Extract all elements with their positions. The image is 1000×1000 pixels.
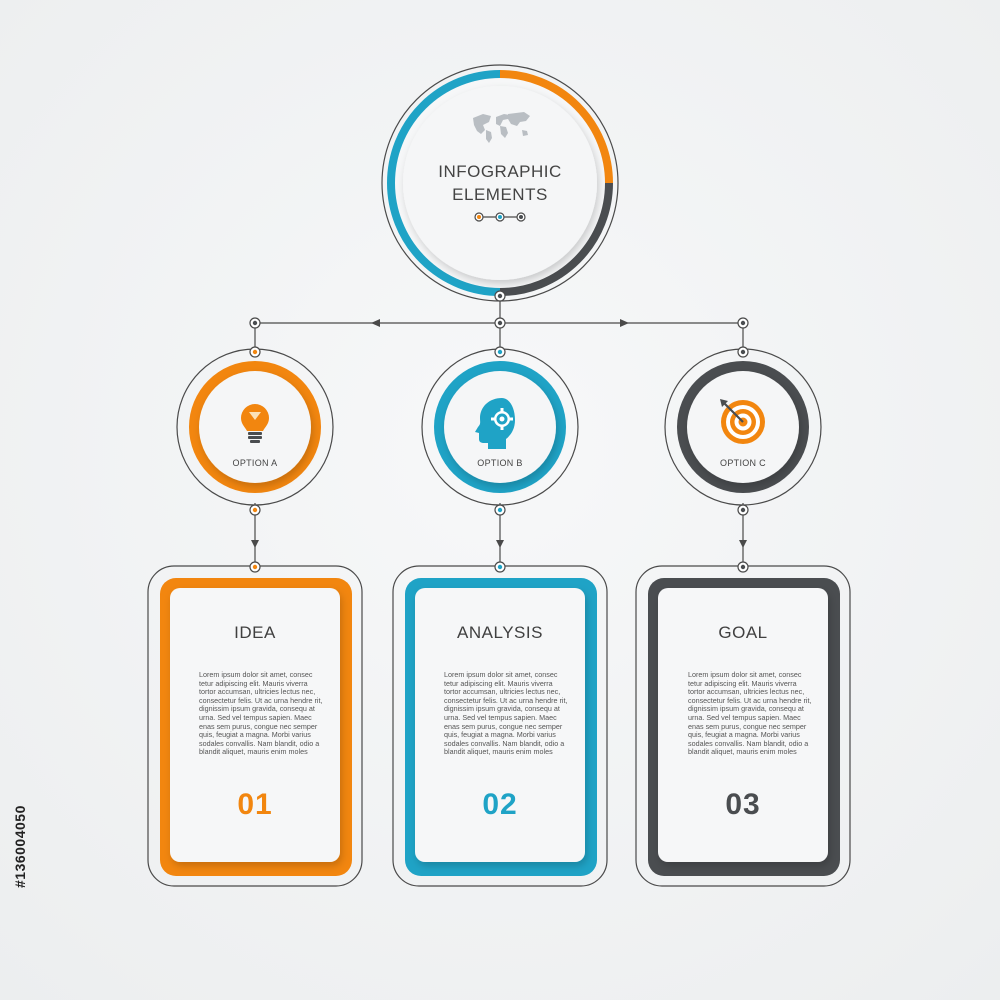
card-title-analysis: ANALYSIS [457, 623, 543, 642]
arrow-heads [251, 319, 747, 548]
arrow-down-c [739, 540, 747, 548]
connector-nodes [249, 290, 749, 573]
card-number-idea: 01 [237, 788, 273, 821]
arrow-right [620, 319, 629, 327]
main-title-line1: INFOGRAPHIC [438, 162, 562, 181]
card-number-analysis: 02 [482, 788, 518, 821]
card-idea [147, 565, 363, 887]
card-body-analysis: Lorem ipsum dolor sit amet, consec tetur… [444, 670, 568, 757]
head-gear-icon [475, 398, 515, 449]
card-body-idea: Lorem ipsum dolor sit amet, consec tetur… [199, 670, 323, 757]
world-map-icon [473, 112, 530, 143]
option-a-label: OPTION A [232, 458, 278, 468]
card-title-goal: GOAL [718, 623, 768, 642]
card-number-goal: 03 [725, 788, 761, 821]
target-icon [720, 399, 765, 444]
option-b-label: OPTION B [477, 458, 523, 468]
main-title-line2: ELEMENTS [452, 185, 548, 204]
card-title-idea: IDEA [234, 623, 276, 642]
arrow-down-b [496, 540, 504, 548]
arrow-down-a [251, 540, 259, 548]
option-c-label: OPTION C [720, 458, 766, 468]
option-circle-a [176, 348, 334, 506]
main-circle [381, 64, 619, 302]
option-circle-b [421, 348, 579, 506]
lightbulb-icon [241, 404, 269, 443]
stock-id-label: #136004050 [12, 805, 28, 888]
card-goal [635, 565, 851, 887]
card-analysis [392, 565, 608, 887]
main-title: INFOGRAPHIC ELEMENTS [400, 160, 600, 206]
option-circle-c [664, 348, 822, 506]
card-body-goal: Lorem ipsum dolor sit amet, consec tetur… [688, 670, 812, 757]
progress-dots-icon [474, 212, 526, 222]
arrow-left [371, 319, 380, 327]
